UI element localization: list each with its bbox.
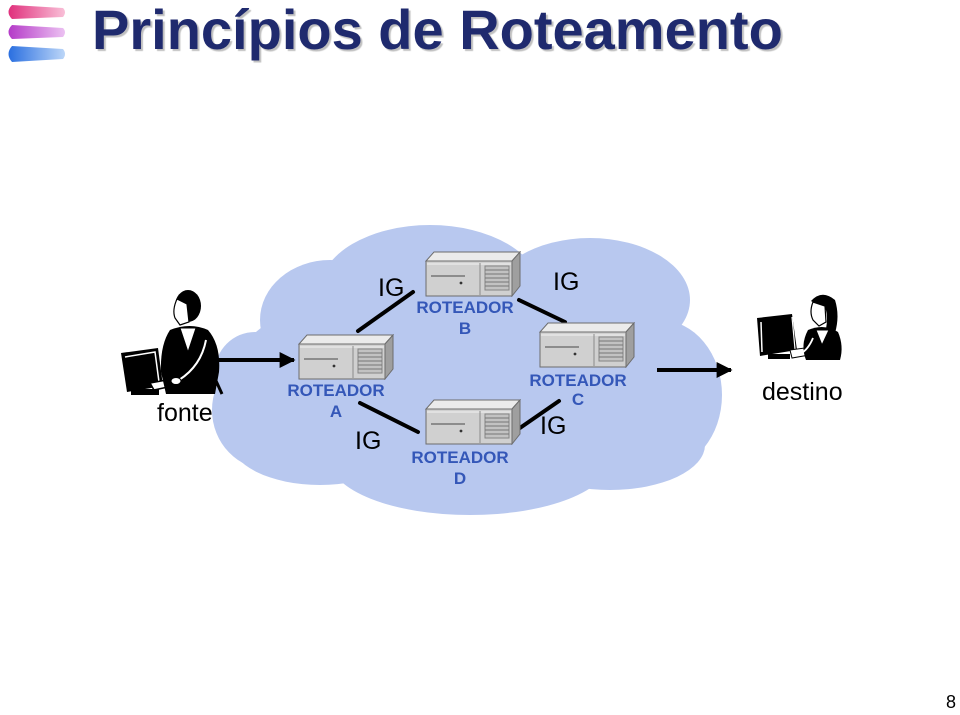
slide-logo-icon	[8, 5, 65, 62]
router-b-id: B	[459, 319, 471, 338]
link-label-a-d: IG	[355, 427, 381, 455]
link-b-c	[517, 298, 567, 324]
source-shirt	[179, 327, 197, 354]
link-a-b	[356, 290, 415, 333]
router-d-name: ROTEADOR	[411, 448, 508, 467]
router-a-name: ROTEADOR	[287, 381, 384, 400]
source-hand	[170, 377, 182, 385]
link-label-b-c: IG	[553, 268, 579, 296]
source-monitor-edge	[124, 351, 160, 383]
router-d-icon	[425, 399, 521, 445]
destination-monitor-base	[768, 354, 790, 359]
destination-label: destino	[762, 378, 843, 406]
router-b-icon	[425, 251, 521, 297]
source-monitor-base	[131, 389, 159, 395]
router-c-icon	[539, 322, 635, 368]
source-face	[173, 298, 190, 326]
router-c-id: C	[572, 390, 584, 409]
destination-face	[810, 301, 827, 327]
router-a-id: A	[330, 402, 342, 421]
cloud-lobe	[230, 395, 410, 485]
router-a-icon	[298, 334, 394, 380]
network-cloud	[212, 225, 722, 515]
router-d-id: D	[454, 469, 466, 488]
destination-monitor-edge-right	[791, 316, 796, 350]
destination-monitor-edge-left	[760, 321, 763, 353]
router-c-name: ROTEADOR	[529, 371, 626, 390]
destination-arm	[799, 337, 814, 355]
source-label: fonte	[157, 399, 213, 427]
router-d: ROTEADOR D	[411, 399, 521, 488]
logo-bar-blue	[8, 46, 65, 62]
router-b: ROTEADOR B	[416, 251, 521, 338]
logo-bar-purple	[8, 25, 65, 39]
link-d-c	[515, 399, 561, 432]
source-arm	[178, 339, 207, 381]
cloud-lobe	[515, 400, 705, 490]
router-links	[356, 290, 567, 434]
source-user-icon	[121, 290, 224, 395]
router-c: ROTEADOR C	[529, 322, 635, 409]
page-number: 8	[945, 692, 956, 712]
destination-user-icon	[757, 294, 842, 360]
destination-monitor	[757, 314, 797, 356]
link-label-d-c: IG	[540, 412, 566, 440]
router-b-name: ROTEADOR	[416, 298, 513, 317]
link-label-a-b: IG	[378, 274, 404, 302]
slide-title: Princípios de Roteamento	[92, 0, 783, 61]
destination-collar	[815, 329, 830, 347]
source-monitor	[121, 348, 163, 392]
router-a: ROTEADOR A	[287, 334, 394, 421]
cloud-lobe	[215, 332, 295, 412]
logo-bar-pink	[8, 5, 65, 19]
link-a-d	[358, 401, 420, 434]
source-chair	[210, 371, 224, 395]
